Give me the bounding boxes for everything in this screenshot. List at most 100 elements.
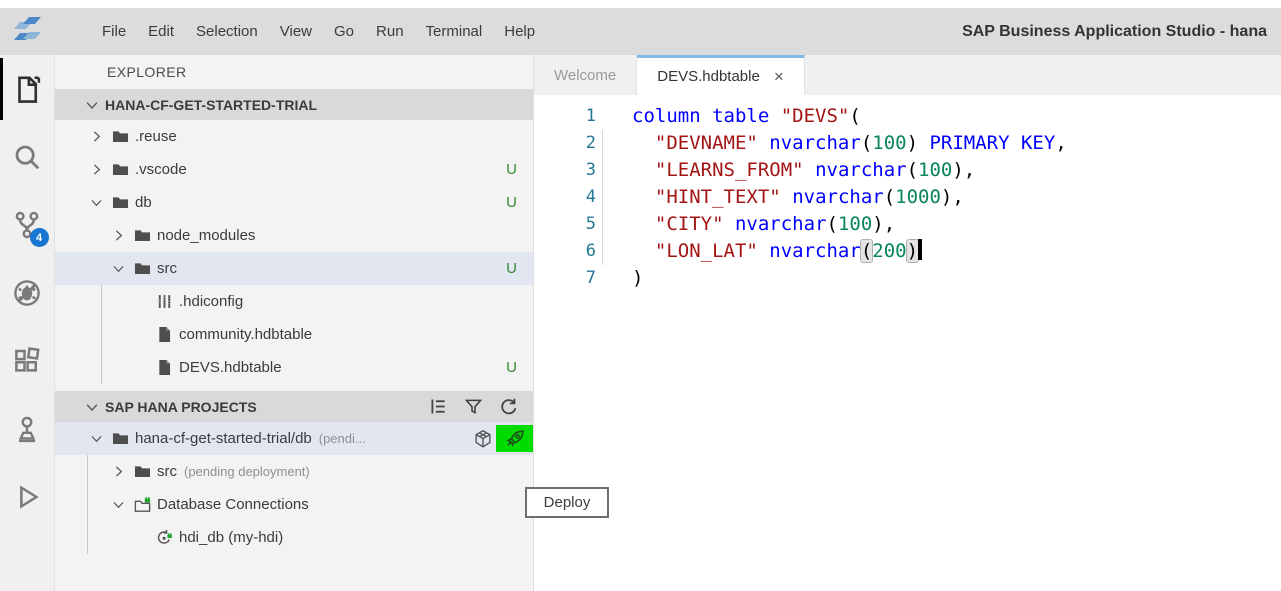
tab-devs-hdbtable[interactable]: DEVS.hdbtable× xyxy=(637,55,805,95)
twistie[interactable] xyxy=(85,161,107,178)
section-title: SAP HANA PROJECTS xyxy=(105,398,257,415)
code-token xyxy=(632,240,655,262)
folder-icon xyxy=(133,462,152,481)
item-icon-wrap xyxy=(107,429,133,448)
file-icon xyxy=(155,358,174,377)
item-label: db xyxy=(135,194,152,211)
hana-item-database-connections[interactable]: Database Connections xyxy=(55,488,533,521)
activity-item-debug-disabled[interactable] xyxy=(0,259,55,327)
twistie[interactable] xyxy=(107,496,129,513)
activity-item-source-control[interactable]: 4 xyxy=(0,191,55,259)
files-icon xyxy=(12,74,42,104)
container-button[interactable] xyxy=(470,426,496,452)
activity-item-search[interactable] xyxy=(0,123,55,191)
folder-icon xyxy=(133,226,152,245)
code-text: ) xyxy=(632,265,643,292)
git-status-badge: U xyxy=(506,194,517,211)
activity-item-run[interactable] xyxy=(0,463,55,531)
window-title: SAP Business Application Studio - hana xyxy=(962,22,1267,40)
menu-selection[interactable]: Selection xyxy=(196,23,258,40)
item-icon-wrap xyxy=(129,495,155,514)
twistie[interactable] xyxy=(85,194,107,211)
tab-welcome[interactable]: Welcome xyxy=(534,55,638,95)
activity-item-files[interactable] xyxy=(0,55,55,123)
folder-icon xyxy=(111,429,130,448)
code-token: , xyxy=(1055,132,1067,154)
menu-help[interactable]: Help xyxy=(504,23,536,40)
indent-guide xyxy=(602,211,603,238)
code-token: "HINT_TEXT" xyxy=(654,186,781,208)
item-label: .reuse xyxy=(135,128,177,145)
item-label: .hdiconfig xyxy=(179,293,244,310)
menu-run[interactable]: Run xyxy=(376,23,404,40)
code-token xyxy=(758,132,769,154)
hana-item-src[interactable]: src(pending deployment) xyxy=(55,455,533,488)
menu-go[interactable]: Go xyxy=(334,23,355,40)
menu-terminal[interactable]: Terminal xyxy=(425,23,483,40)
folder-icon xyxy=(111,193,130,212)
item-icon-wrap xyxy=(151,325,177,344)
code-line-4[interactable]: 4 "HINT_TEXT" nvarchar(1000), xyxy=(534,184,1281,211)
deploy-rocket-button[interactable] xyxy=(496,425,533,452)
menu-edit[interactable]: Edit xyxy=(148,23,175,40)
code-token: ) xyxy=(906,240,919,262)
code-token: ( xyxy=(906,159,919,181)
code-token: ), xyxy=(940,186,964,208)
explorer-item-node-modules[interactable]: node_modules xyxy=(55,219,533,252)
code-token: 100 xyxy=(837,213,873,235)
menu-view[interactable]: View xyxy=(279,23,312,40)
item-icon-wrap xyxy=(107,193,133,212)
folder-icon xyxy=(111,160,130,179)
explorer-item--reuse[interactable]: .reuse xyxy=(55,120,533,153)
twistie[interactable] xyxy=(107,463,129,480)
folder-icon xyxy=(111,127,130,146)
hana-item-hana-cf-get-started-trial-db[interactable]: hana-cf-get-started-trial/db(pendi... xyxy=(55,422,533,455)
indent-guide xyxy=(101,318,102,351)
code-token: ( xyxy=(883,186,896,208)
activity-item-run-configurations[interactable] xyxy=(0,395,55,463)
explorer-item-community-hdbtable[interactable]: community.hdbtable xyxy=(55,318,533,351)
code-line-7[interactable]: 7) xyxy=(534,265,1281,292)
source-control-icon xyxy=(12,210,42,240)
indent-guide xyxy=(87,521,88,554)
section-header-project[interactable]: HANA-CF-GET-STARTED-TRIAL xyxy=(55,89,533,120)
twistie[interactable] xyxy=(85,430,107,447)
tree-view-icon[interactable] xyxy=(428,396,449,417)
activity-item-extensions[interactable] xyxy=(0,327,55,395)
chevron-down-icon xyxy=(88,430,105,447)
code-token: column table xyxy=(632,105,781,127)
close-tab-icon[interactable]: × xyxy=(773,67,784,86)
hana-item-hdi-db-my-hdi-[interactable]: hdi_db (my-hdi) xyxy=(55,521,533,554)
code-line-5[interactable]: 5 "CITY" nvarchar(100), xyxy=(534,211,1281,238)
line-number: 6 xyxy=(585,241,596,261)
explorer-item-db[interactable]: db U xyxy=(55,186,533,219)
code-token: 100 xyxy=(918,159,953,181)
code-token: PRIMARY KEY xyxy=(929,132,1056,154)
section-header-actions xyxy=(428,396,533,417)
refresh-icon[interactable] xyxy=(498,396,519,417)
item-label: hana-cf-get-started-trial/db xyxy=(135,430,312,447)
twistie[interactable] xyxy=(107,227,129,244)
menu-file[interactable]: File xyxy=(102,23,127,40)
code-token xyxy=(632,186,655,208)
explorer-item--hdiconfig[interactable]: .hdiconfig xyxy=(55,285,533,318)
twistie[interactable] xyxy=(85,128,107,145)
filter-icon[interactable] xyxy=(463,396,484,417)
code-token: nvarchar xyxy=(769,240,861,262)
item-icon-wrap xyxy=(151,292,177,311)
chevron-right-icon xyxy=(88,161,105,178)
code-line-2[interactable]: 2 "DEVNAME" nvarchar(100) PRIMARY KEY, xyxy=(534,130,1281,157)
section-header-hana-projects[interactable]: SAP HANA PROJECTS xyxy=(55,391,533,422)
twistie[interactable] xyxy=(107,260,129,277)
code-line-3[interactable]: 3 "LEARNS_FROM" nvarchar(100), xyxy=(534,157,1281,184)
code-line-6[interactable]: 6 "LON_LAT" nvarchar(200) xyxy=(534,238,1281,265)
code-text: column table "DEVS"( xyxy=(632,103,861,130)
indent-guide xyxy=(602,184,603,211)
extensions-icon xyxy=(12,346,42,376)
